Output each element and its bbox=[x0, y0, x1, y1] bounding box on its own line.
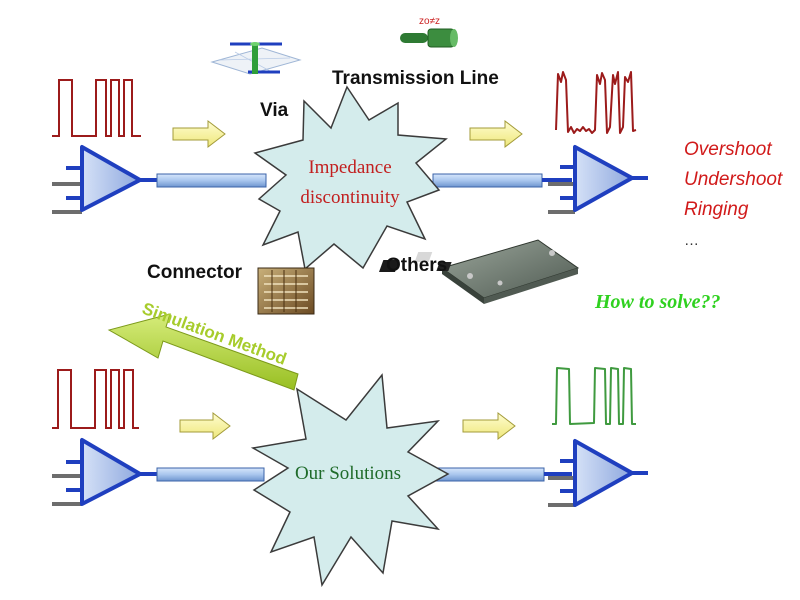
effect-undershoot: Undershoot bbox=[684, 169, 783, 190]
via-label: Via bbox=[260, 100, 289, 121]
transmission-line-top-right bbox=[432, 173, 543, 188]
connector-icon bbox=[257, 267, 315, 315]
receiver-buffer-bottom bbox=[544, 439, 648, 507]
effect-ringing: Ringing bbox=[684, 199, 749, 220]
others-board-icon bbox=[379, 239, 580, 304]
how-to-solve-label: How to solve?? bbox=[594, 291, 721, 313]
clean-waveform-bottom bbox=[552, 367, 636, 425]
others-label: Others bbox=[386, 255, 447, 276]
solutions-starburst bbox=[250, 373, 450, 588]
transmission-line-icon bbox=[400, 28, 458, 48]
flow-arrow-top-right bbox=[469, 119, 523, 149]
transmission-line-bottom-right bbox=[435, 467, 545, 482]
impedance-label-line1: Impedance bbox=[308, 157, 391, 178]
transmission-line-top-left bbox=[156, 173, 267, 188]
simulation-method-arrow bbox=[107, 313, 299, 391]
transmission-line-bottom-left bbox=[156, 467, 265, 482]
input-waveform-top bbox=[52, 79, 141, 137]
flow-arrow-bottom-right bbox=[462, 411, 516, 441]
flow-arrow-top-left bbox=[172, 119, 226, 149]
via-icon bbox=[210, 42, 302, 75]
transmission-line-label: Transmission Line bbox=[332, 68, 499, 89]
input-waveform-bottom bbox=[52, 369, 139, 429]
impedance-starburst bbox=[253, 85, 448, 271]
connector-label: Connector bbox=[147, 262, 243, 283]
zoom-tag-label: zo≠z bbox=[419, 16, 440, 27]
our-solutions-label: Our Solutions bbox=[295, 463, 401, 484]
flow-arrow-bottom-left bbox=[179, 411, 231, 441]
effect-overshoot: Overshoot bbox=[684, 139, 772, 160]
receiver-buffer-top bbox=[542, 145, 648, 214]
impedance-label-line2: discontinuity bbox=[300, 187, 400, 208]
effect-ellipsis: … bbox=[684, 232, 699, 249]
driver-buffer-top bbox=[52, 145, 157, 214]
distorted-waveform-top bbox=[555, 71, 637, 134]
driver-buffer-bottom bbox=[52, 438, 157, 506]
